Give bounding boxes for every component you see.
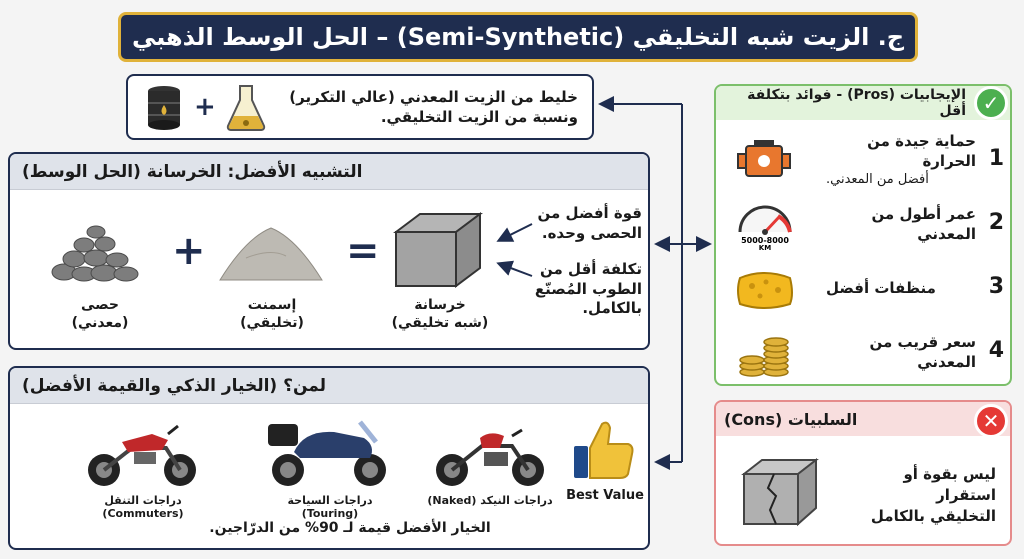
odometer-range: 5000-8000 bbox=[741, 236, 789, 245]
cons-heading: السلبيات (Cons) bbox=[716, 402, 1010, 436]
cracked-block-icon bbox=[741, 457, 819, 527]
audience-footnote: الخيار الأفضل قيمة لـ 90% من الدرّاجين. bbox=[209, 520, 491, 536]
audience-heading: لمن؟ (الخيار الذكي والقيمة الأفضل) bbox=[10, 368, 648, 404]
flask-icon bbox=[226, 85, 265, 131]
concrete-block-icon bbox=[393, 212, 483, 288]
best-value-label: Best Value bbox=[566, 488, 644, 503]
gravel-icon bbox=[51, 225, 139, 282]
pros-panel: الإيجابيات (Pros) - فوائد بتكلفة أقل 1 ح… bbox=[714, 84, 1012, 386]
equals-sign: = bbox=[346, 228, 380, 274]
analogy-heading: التشبيه الأفضل: الخرسانة (الحل الوسط) bbox=[10, 154, 648, 190]
cons-text: ليس بقوة أو استقرار التخليقي بالكامل bbox=[870, 465, 996, 525]
pro-item-text: منظفات أفضل bbox=[826, 278, 936, 297]
pros-heading: الإيجابيات (Pros) - فوائد بتكلفة أقل bbox=[716, 86, 1010, 120]
check-icon: ✓ bbox=[974, 86, 1008, 120]
concrete-label: خرسانة (شبه تخليقي) bbox=[391, 297, 489, 332]
odometer-unit: KM bbox=[759, 244, 771, 250]
audience-panel: لمن؟ (الخيار الذكي والقيمة الأفضل) Best … bbox=[8, 366, 650, 550]
plus-sign: + bbox=[172, 228, 206, 274]
touring-bike-icon bbox=[268, 420, 386, 486]
note-arrows bbox=[496, 223, 533, 277]
oil-barrel-icon bbox=[148, 86, 180, 130]
page-title: ج. الزيت شبه التخليقي (Semi-Synthetic) –… bbox=[118, 12, 918, 62]
pro-item-2: 2 عمر أطول من المعدني 5000-8000 KM bbox=[716, 194, 1010, 254]
pro-item-4: 4 سعر قريب من المعدني bbox=[716, 322, 1010, 382]
gravel-label: حصى (معدني) bbox=[71, 297, 129, 332]
commuter-bike-icon bbox=[88, 424, 196, 486]
commuter-bike-label: دراجات التنقل (Commuters) bbox=[102, 494, 184, 520]
blend-box: + خليط من الزيت المعدني (عالي التكرير) و… bbox=[126, 74, 594, 140]
naked-bike-label: دراجات النيكد (Naked) bbox=[427, 494, 553, 507]
strength-note: قوة أفضل من الحصى وحده. bbox=[537, 204, 642, 242]
analogy-panel: التشبيه الأفضل: الخرسانة (الحل الوسط) حص… bbox=[8, 152, 650, 350]
cons-panel: السلبيات (Cons) ليس بقوة أو استقرار التخ… bbox=[714, 400, 1012, 546]
pro-item-1: 1 حماية جيدة من الحرارة أفضل من المعدني. bbox=[716, 130, 1010, 190]
odometer-icon: 5000-8000 KM bbox=[738, 205, 792, 250]
sponge-icon bbox=[737, 272, 793, 309]
engine-icon bbox=[737, 140, 791, 177]
thumbs-up-icon bbox=[574, 421, 634, 479]
coins-icon bbox=[739, 337, 789, 377]
blend-description: خليط من الزيت المعدني (عالي التكرير) ونس… bbox=[289, 87, 578, 126]
pro-item-text: عمر أطول من المعدني bbox=[871, 204, 976, 243]
naked-bike-icon bbox=[436, 428, 544, 486]
pro-item-text: حماية جيدة من الحرارة أفضل من المعدني. bbox=[826, 131, 976, 188]
pro-item-text: سعر قريب من المعدني bbox=[869, 332, 976, 371]
pro-item-3: 3 منظفات أفضل bbox=[716, 258, 1010, 318]
blend-icons: + bbox=[142, 82, 268, 132]
cement-label: إسمنت (تخليقي) bbox=[240, 297, 304, 332]
cost-note: تكلفة أقل من الطوب المُصنّع بالكامل. bbox=[534, 260, 642, 317]
plus-sign: + bbox=[194, 92, 216, 122]
cement-pile-icon bbox=[219, 227, 323, 281]
cross-icon: ✕ bbox=[974, 404, 1008, 438]
touring-bike-label: دراجات السياحة (Touring) bbox=[287, 494, 373, 520]
